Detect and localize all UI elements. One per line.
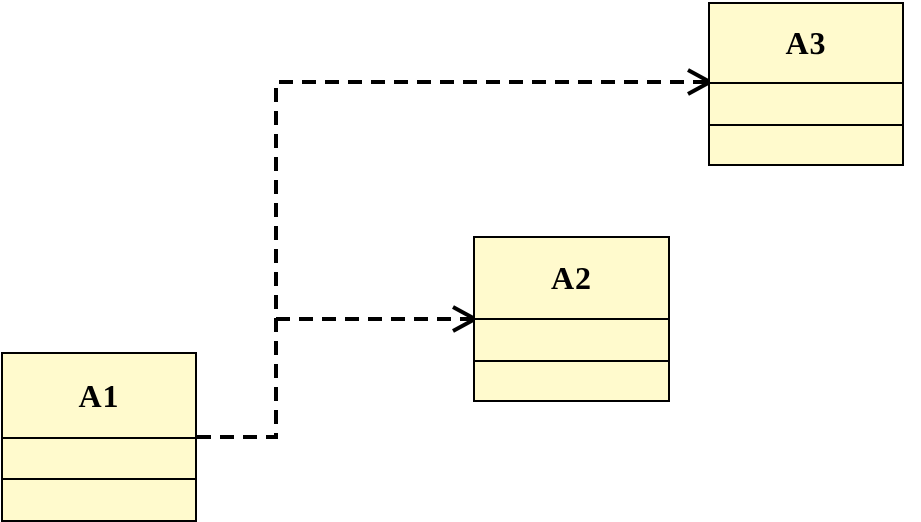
arrowhead-a3-icon bbox=[687, 68, 715, 96]
class-node-a1[interactable]: A1 bbox=[1, 352, 197, 522]
class-node-a3[interactable]: A3 bbox=[708, 2, 904, 166]
class-operations-band-a3 bbox=[710, 126, 902, 164]
class-name-band-a2: A2 bbox=[475, 238, 668, 320]
class-name-band-a3: A3 bbox=[710, 4, 902, 84]
class-attributes-band-a1 bbox=[3, 439, 195, 480]
class-operations-band-a1 bbox=[3, 480, 195, 520]
class-node-a2[interactable]: A2 bbox=[473, 236, 670, 402]
class-attributes-band-a2 bbox=[475, 320, 668, 362]
class-name-a1: A1 bbox=[78, 377, 120, 414]
class-operations-band-a2 bbox=[475, 362, 668, 400]
arrowhead-a2-icon bbox=[452, 305, 480, 333]
class-name-a2: A2 bbox=[550, 260, 593, 296]
class-attributes-band-a3 bbox=[710, 84, 902, 126]
class-name-band-a1: A1 bbox=[3, 354, 195, 439]
class-name-a3: A3 bbox=[785, 25, 827, 61]
